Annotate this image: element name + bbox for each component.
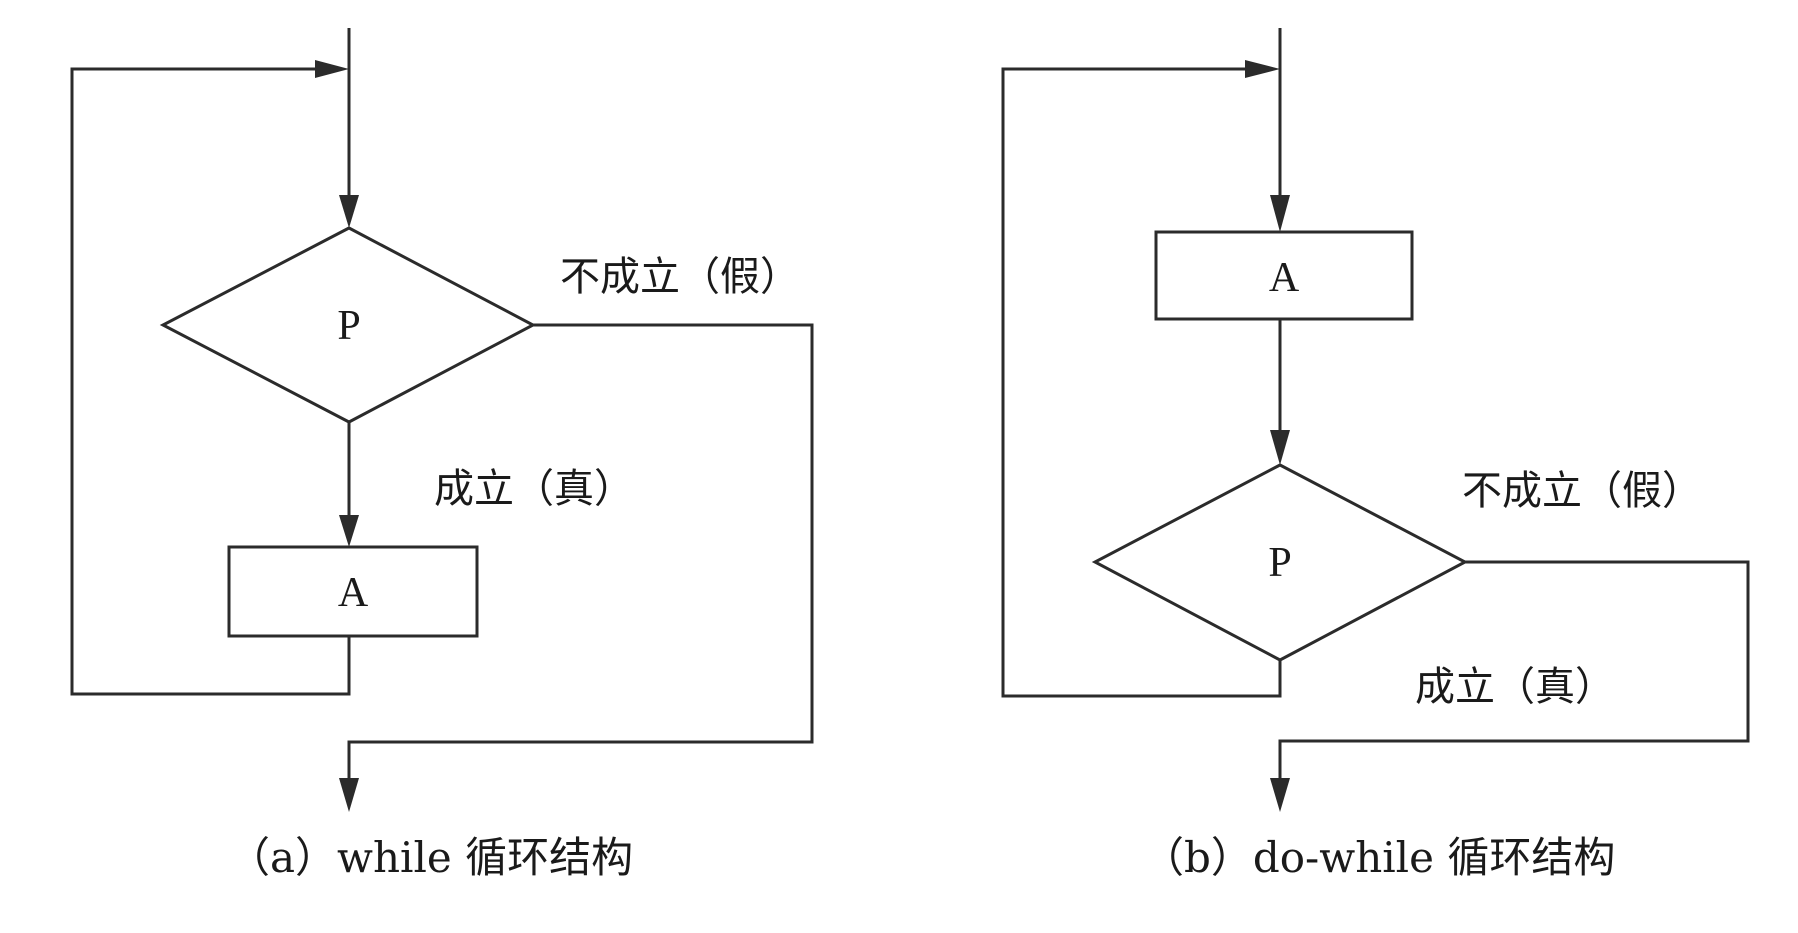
while-false-label: 不成立（假） — [560, 254, 800, 300]
while-loop-back-line — [70, 67, 351, 696]
while-false-line — [347, 323, 814, 785]
while-true-label: 成立（真） — [434, 466, 634, 512]
while-process-label: A — [338, 570, 369, 616]
do-while-loop-diagram: A P 不成立（假） 成立（真） （b）do-while 循环结构 — [1001, 28, 1750, 882]
while-decision-label: P — [337, 303, 360, 349]
do-while-process-box — [1154, 230, 1414, 321]
do-while-loop-back-arrow — [1245, 60, 1280, 78]
do-while-decision-label: P — [1268, 540, 1291, 586]
while-process-box — [227, 545, 479, 638]
do-while-exit-arrow — [1270, 778, 1290, 812]
do-while-entry-arrow — [1270, 195, 1290, 232]
while-loop-diagram: P 成立（真） A 不成立（假） （a）while 循环结构 — [70, 28, 814, 882]
while-caption: （a）while 循环结构 — [228, 833, 633, 882]
do-while-process-label: A — [1269, 255, 1300, 301]
do-while-true-label: 成立（真） — [1415, 664, 1615, 710]
while-entry-arrow — [339, 195, 359, 228]
while-exit-arrow — [339, 778, 359, 812]
do-while-decision-diamond — [1091, 463, 1469, 662]
do-while-loop-back-line — [1001, 67, 1282, 698]
while-loop-back-arrow — [315, 60, 349, 78]
do-while-false-label: 不成立（假） — [1462, 468, 1702, 514]
while-true-arrow — [339, 515, 359, 547]
do-while-caption: （b）do-while 循环结构 — [1142, 833, 1615, 882]
do-while-decision-arrow — [1270, 430, 1290, 465]
do-while-exit-line — [1278, 560, 1750, 785]
